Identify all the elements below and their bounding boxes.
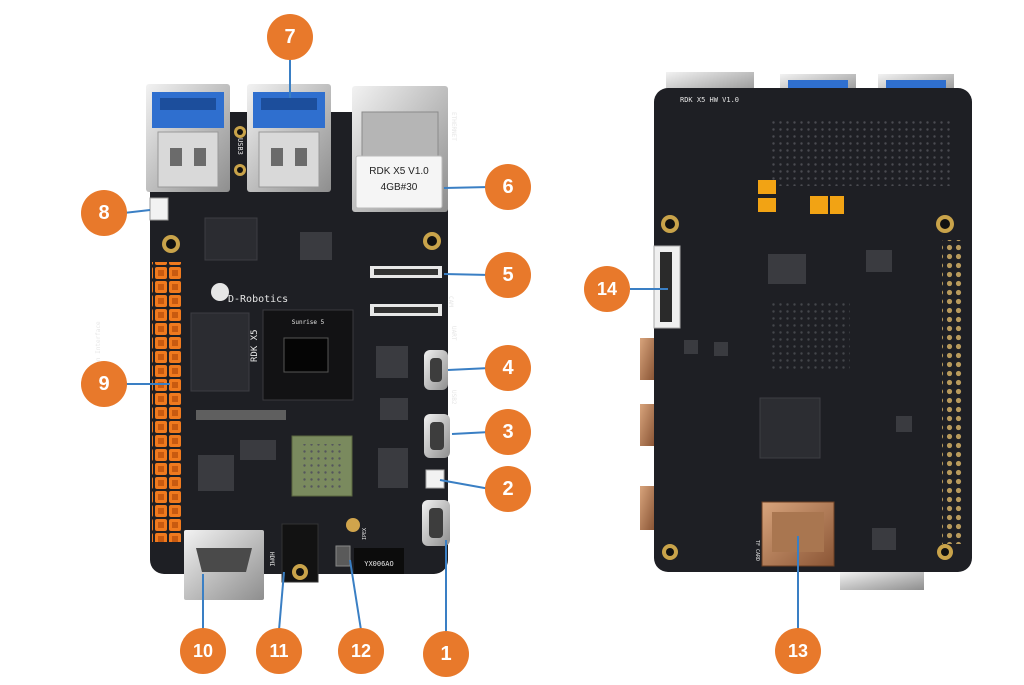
callout-14: 14	[584, 266, 630, 312]
label-hdmi: HDMI	[268, 552, 275, 567]
callout-1: 1	[423, 631, 469, 677]
misc-components-front	[196, 232, 408, 491]
usbc-uart	[424, 350, 448, 390]
wifi-chip-label-block	[354, 548, 404, 574]
callout-10: 10	[180, 628, 226, 674]
model-label: RDK X5	[250, 329, 260, 362]
misc-components-back	[684, 250, 912, 550]
callout-8-label: 8	[98, 202, 109, 224]
callout-13-label: 13	[788, 641, 808, 661]
label-ipex: IPEX	[362, 528, 368, 540]
callout-7-label: 7	[284, 26, 295, 48]
mounting-holes-back	[661, 215, 954, 560]
wifi-module	[291, 435, 353, 497]
callout-9-label: 9	[98, 373, 109, 395]
callout-3-label: 3	[502, 421, 513, 443]
label-tf: TF CARD	[754, 540, 760, 561]
rtc-connector	[425, 469, 445, 489]
ipex-connector	[346, 518, 360, 532]
chip-label: Sunrise 5	[292, 319, 325, 326]
callout-12: 12	[338, 628, 384, 674]
back-pmic-chip	[759, 397, 821, 459]
callout-5: 5	[485, 252, 531, 298]
callout-14-label: 14	[597, 279, 617, 299]
callouts: 1 2 3 4 5 6 7 8	[81, 14, 821, 677]
callout-9: 9	[81, 361, 127, 407]
callout-2: 2	[485, 466, 531, 512]
callout-5-label: 5	[502, 264, 513, 286]
callout-6: 6	[485, 164, 531, 210]
usb3-port-left	[146, 84, 230, 192]
callout-6-label: 6	[502, 176, 513, 198]
label-cam: CAM	[447, 296, 454, 307]
callout-13: 13	[775, 628, 821, 674]
callout-11: 11	[256, 628, 302, 674]
label-uart: UART	[450, 326, 457, 341]
sticker-line2: 4GB#30	[381, 182, 418, 193]
callout-1-label: 1	[440, 643, 451, 665]
back-bottom-connectors	[840, 572, 924, 590]
header-label: Extension Interface	[95, 321, 102, 390]
callout-11-label: 11	[269, 641, 288, 661]
fan-connector	[149, 197, 169, 221]
hdmi-port	[184, 530, 264, 600]
sticker-line1: RDK X5 V1.0	[369, 166, 429, 177]
back-capacitors	[758, 180, 844, 214]
audio-jack	[281, 523, 319, 583]
usbc-usb2	[424, 414, 450, 458]
via-field-center	[770, 300, 850, 370]
callout-4: 4	[485, 345, 531, 391]
callout-7: 7	[267, 14, 313, 60]
back-silk-title: RDK X5 HW V1.0	[680, 96, 739, 104]
callout-4-label: 4	[502, 357, 514, 379]
label-usb2: USB2	[450, 390, 457, 405]
back-gpio-pins	[942, 240, 964, 544]
callout-2-label: 2	[502, 478, 513, 500]
usbc-power	[422, 500, 450, 546]
back-fpc-connector	[653, 245, 681, 329]
brand-logo	[211, 283, 229, 301]
brand-label: D-Robotics	[228, 294, 288, 305]
label-usb3: USB3	[236, 138, 244, 155]
callout-12-label: 12	[351, 641, 371, 661]
leader-lines	[123, 57, 799, 634]
memory-chip	[190, 312, 250, 392]
via-field-top	[770, 120, 950, 186]
mounting-holes-front	[162, 126, 441, 253]
board-back: RDK X5 HW V1.0	[640, 72, 972, 590]
callout-8: 8	[81, 190, 127, 236]
gpio-header	[152, 262, 182, 542]
label-ethernet: ETHERNET	[450, 112, 457, 141]
back-side-usbc	[640, 338, 654, 530]
ethernet-port: RDK X5 V1.0 4GB#30	[352, 86, 448, 212]
wifi-module-text: YX006AO	[364, 560, 394, 568]
callout-3: 3	[485, 409, 531, 455]
camera-connectors	[370, 266, 442, 316]
callout-10-label: 10	[193, 641, 213, 661]
usb3-port-right	[247, 84, 331, 192]
board-front: USB3 RDK X5 V1.0 4GB#30 ETHERNET Extensi…	[95, 84, 457, 600]
emmc-chip	[204, 217, 258, 261]
soc-chip: Sunrise 5	[262, 309, 354, 401]
boot-button	[335, 545, 351, 567]
